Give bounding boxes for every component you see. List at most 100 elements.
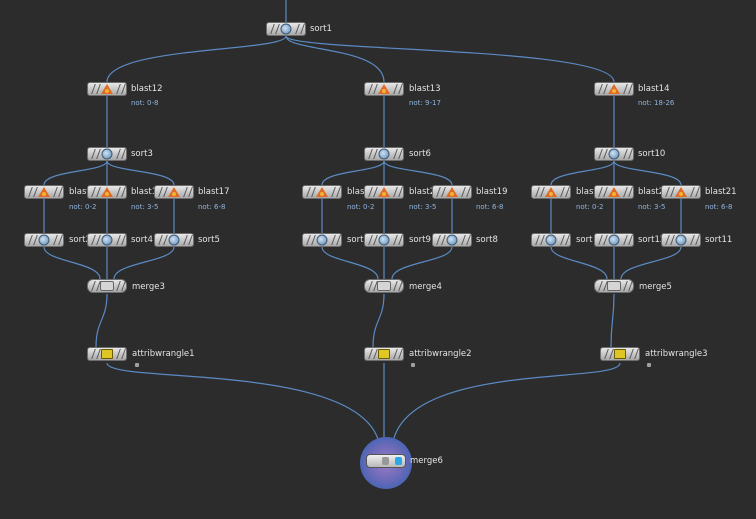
node-stripe <box>628 149 633 159</box>
node-blast-g3a[interactable] <box>531 185 571 199</box>
node-stripe <box>158 187 163 197</box>
note-blast-g3c: not: 6-8 <box>705 203 733 211</box>
note-blast13: not: 9-17 <box>409 99 441 107</box>
node-stripe <box>306 235 311 245</box>
label-blast-g1c: blast17 <box>198 187 230 197</box>
sort-icon <box>545 234 557 246</box>
node-stripe <box>91 149 96 159</box>
node-stripe <box>560 187 565 197</box>
label-blast12: blast12 <box>131 84 163 94</box>
node-stripe <box>270 24 275 34</box>
label-merge4: merge4 <box>409 282 442 292</box>
template-flag-icon <box>135 363 139 367</box>
note-blast-g2a: not: 0-2 <box>347 203 375 211</box>
node-stripe <box>535 187 540 197</box>
node-blast-g1a[interactable] <box>24 185 64 199</box>
node-blast12[interactable] <box>87 82 127 96</box>
label-blast-g3b: blast2 <box>638 187 665 197</box>
node-blast-g3c[interactable] <box>661 185 701 199</box>
node-stripe <box>336 187 341 197</box>
blast-icon <box>608 187 620 197</box>
label-blast-g1a: blast <box>69 187 90 197</box>
node-merge6[interactable] <box>360 437 412 489</box>
note-blast14: not: 18-26 <box>638 99 675 107</box>
sort-icon <box>168 234 180 246</box>
node-merge3[interactable] <box>87 279 127 293</box>
node-stripe <box>398 84 403 94</box>
node-sort-g3c[interactable] <box>661 233 701 247</box>
node-sort1[interactable] <box>266 22 306 36</box>
merge-icon <box>366 454 406 468</box>
sort-icon <box>101 148 113 160</box>
label-sort-g3b: sort12 <box>638 235 666 245</box>
node-stripe <box>28 187 33 197</box>
label-sort-g1a: sort2 <box>69 235 91 245</box>
node-sort-g2a[interactable] <box>302 233 342 247</box>
node-stripe <box>53 235 58 245</box>
note-blast-g3b: not: 3-5 <box>638 203 666 211</box>
label-sort6: sort6 <box>409 149 431 159</box>
node-stripe <box>91 349 96 359</box>
node-stripe <box>393 84 398 94</box>
node-stripe <box>441 235 446 245</box>
node-sort-g3b[interactable] <box>594 233 634 247</box>
node-stripe <box>623 281 628 291</box>
node-sort3[interactable] <box>87 147 127 161</box>
label-sort-g2a: sort <box>347 235 364 245</box>
node-stripe <box>116 349 121 359</box>
blast-icon <box>675 187 687 197</box>
blast-icon <box>446 187 458 197</box>
node-sort-g3a[interactable] <box>531 233 571 247</box>
node-sort-g2b[interactable] <box>364 233 404 247</box>
node-blast-g1c[interactable] <box>154 185 194 199</box>
node-merge5[interactable] <box>594 279 634 293</box>
sort-icon <box>280 23 292 35</box>
blast-icon <box>168 187 180 197</box>
node-stripe <box>598 281 603 291</box>
template-flag-icon <box>411 363 415 367</box>
bypass-flag-icon <box>382 457 389 465</box>
node-attribwrangle3[interactable] <box>600 347 640 361</box>
label-sort1: sort1 <box>310 24 332 34</box>
node-blast-g2b[interactable] <box>364 185 404 199</box>
node-stripe <box>368 187 373 197</box>
node-attribwrangle2[interactable] <box>364 347 404 361</box>
node-blast-g2c[interactable] <box>432 185 472 199</box>
node-stripe <box>565 187 570 197</box>
label-sort-g3c: sort11 <box>705 235 733 245</box>
node-blast13[interactable] <box>364 82 404 96</box>
node-stripe <box>535 235 540 245</box>
blast-icon <box>378 187 390 197</box>
node-stripe <box>368 235 373 245</box>
node-sort-g1c[interactable] <box>154 233 194 247</box>
sort-icon <box>675 234 687 246</box>
label-sort-g1c: sort5 <box>198 235 220 245</box>
label-attribwrangle2: attribwrangle2 <box>409 349 472 359</box>
node-stripe <box>603 149 608 159</box>
node-stripe <box>628 281 633 291</box>
node-stripe <box>695 187 700 197</box>
node-stripe <box>695 235 700 245</box>
node-blast14[interactable] <box>594 82 634 96</box>
node-sort-g2c[interactable] <box>432 233 472 247</box>
label-attribwrangle1: attribwrangle1 <box>132 349 195 359</box>
node-stripe <box>306 187 311 197</box>
node-sort6[interactable] <box>364 147 404 161</box>
node-sort10[interactable] <box>594 147 634 161</box>
node-stripe <box>665 187 670 197</box>
node-merge4[interactable] <box>364 279 404 293</box>
node-sort-g1b[interactable] <box>87 233 127 247</box>
node-attribwrangle1[interactable] <box>87 347 127 361</box>
blast-icon <box>101 84 113 94</box>
node-blast-g2a[interactable] <box>302 185 342 199</box>
node-stripe <box>540 235 545 245</box>
node-stripe <box>690 235 695 245</box>
wrangle-icon <box>614 349 626 359</box>
node-stripe <box>628 187 633 197</box>
label-blast14: blast14 <box>638 84 670 94</box>
node-blast-g1b[interactable] <box>87 185 127 199</box>
node-stripe <box>121 235 126 245</box>
node-sort-g1a[interactable] <box>24 233 64 247</box>
node-blast-g3b[interactable] <box>594 185 634 199</box>
node-stripe <box>368 149 373 159</box>
